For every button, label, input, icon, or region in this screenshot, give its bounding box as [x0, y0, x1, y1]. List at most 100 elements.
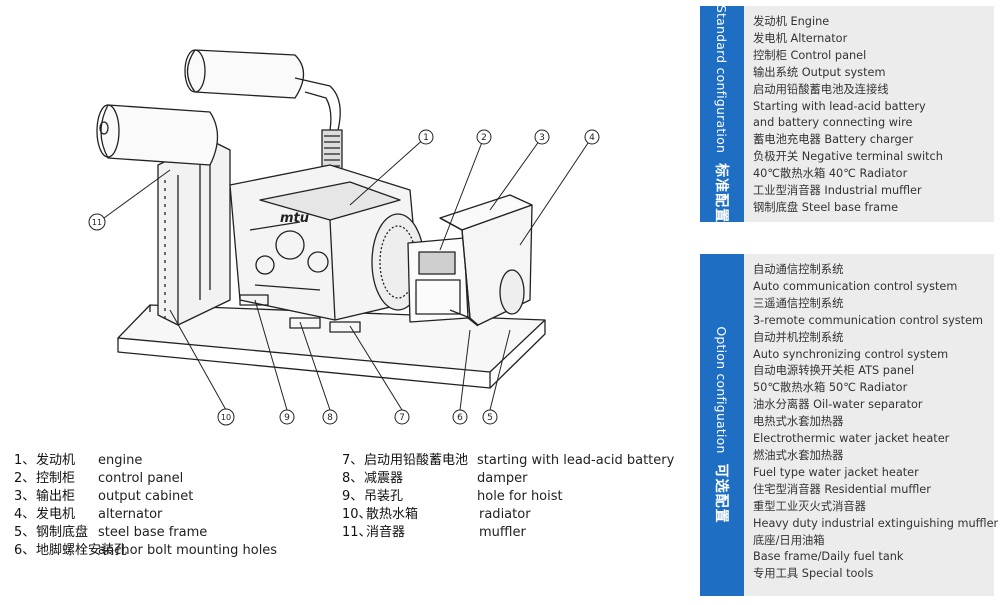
config-item: 自动并机控制系统 [753, 330, 844, 344]
legend-num: 1、 [14, 453, 36, 468]
muffler-upper [184, 49, 341, 131]
config-item: 住宅型消音器 Residential muffler [753, 482, 931, 496]
steel-base-frame [117, 304, 546, 389]
legend-row: 2、控制柜 control panel [14, 470, 277, 488]
config-item: 三遥通信控制系统 [753, 296, 844, 310]
legend-en: muffler [479, 525, 526, 540]
standard-configuration-tab: Standard configuration 标准配置 [700, 4, 744, 224]
config-item: and battery connecting wire [753, 116, 913, 130]
config-item: 发动机 Engine [753, 15, 830, 28]
config-item: 钢制底盘 Steel base frame [753, 200, 899, 214]
legend-row: 8、减震器 damper [342, 470, 674, 488]
config-item: 40℃散热水箱 40℃ Radiator [753, 167, 908, 181]
legend-zh: 控制柜 [36, 471, 76, 486]
callout-11: 11 [88, 213, 106, 231]
svg-text:3: 3 [539, 133, 545, 143]
legend-num: 10、 [342, 507, 372, 522]
standard-title-zh: 标准配置 [713, 163, 729, 224]
config-item: 输出系统 Output system [753, 65, 886, 79]
legend-zh: 发动机 [36, 453, 76, 468]
callout-9: 9 [279, 409, 295, 425]
svg-text:mtu: mtu [280, 211, 309, 226]
callout-6: 6 [452, 409, 468, 425]
legend-zh: 输出柜 [36, 489, 76, 504]
config-item: Auto synchronizing control system [753, 347, 949, 361]
config-item: 发电机 Alternator [753, 31, 848, 45]
config-item: 底座/日用油箱 [753, 533, 825, 547]
callout-1: 1 [418, 129, 434, 145]
callout-10: 10 [217, 408, 235, 426]
standard-configuration-panel: Standard configuration 标准配置 发动机 Engine 发电… [700, 4, 994, 224]
generator-set-diagram: mtu [88, 49, 600, 426]
config-item: 蓄电池充电器 Battery charger [753, 133, 914, 147]
config-item: 油水分离器 Oil-water separator [753, 398, 923, 412]
legend-en: radiator [479, 507, 531, 522]
config-item: Starting with lead-acid battery [753, 99, 926, 113]
callout-5: 5 [482, 409, 498, 425]
svg-text:11: 11 [92, 218, 102, 227]
callout-2: 2 [476, 129, 492, 145]
config-item: 重型工业灭火式消音器 [753, 499, 866, 513]
callout-7: 7 [394, 409, 410, 425]
config-item: 负极开关 Negative terminal switch [753, 150, 943, 164]
svg-text:10: 10 [221, 413, 231, 422]
alternator [439, 204, 533, 326]
option-title-en: Option configuation [714, 326, 730, 454]
standard-items: 发动机 Engine 发电机 Alternator 控制柜 Control pane… [753, 14, 943, 217]
legend-zh: 地脚螺栓安装孔 [36, 543, 128, 558]
radiator [157, 139, 231, 326]
config-item: Heavy duty industrial extinguishing muff… [753, 516, 999, 530]
option-title-zh: 可选配置 [713, 463, 729, 524]
config-item: 专用工具 Special tools [753, 567, 874, 581]
legend-row: 7、启动用铅酸蓄电池 starting with lead-acid batter… [342, 452, 674, 470]
legend-zh: 发电机 [36, 507, 76, 522]
config-item: 自动电源转换开关柜 ATS panel [753, 364, 915, 378]
legend-num: 2、 [14, 471, 36, 486]
muffler-lower [96, 104, 219, 166]
legend-en: output cabinet [98, 489, 194, 504]
svg-text:2: 2 [481, 133, 487, 143]
legend-row: 6、地脚螺栓安装孔anchor bolt mounting holes [14, 542, 277, 560]
config-item: Electrothermic water jacket heater [753, 432, 950, 446]
legend-zh: 减震器 [364, 471, 404, 486]
svg-text:7: 7 [399, 413, 405, 423]
legend-num: 4、 [14, 507, 36, 522]
legend-num: 3、 [14, 489, 36, 504]
legend-right: 7、启动用铅酸蓄电池 starting with lead-acid batter… [342, 452, 674, 542]
option-configuration-tab: Option configuation 可选配置 [700, 254, 744, 596]
legend-en: control panel [98, 471, 184, 486]
standard-title-en: Standard configuration [714, 4, 730, 154]
config-item: 电热式水套加热器 [753, 415, 844, 429]
config-item: 50℃散热水箱 50℃ Radiator [753, 381, 908, 395]
legend-num: 9、 [342, 489, 364, 504]
legend-en: damper [477, 471, 528, 486]
legend-num: 8、 [342, 471, 364, 486]
legend-zh: 吊装孔 [364, 489, 404, 504]
legend-en: steel base frame [98, 525, 208, 540]
config-item: 自动通信控制系统 [753, 263, 844, 276]
legend-en: engine [98, 453, 143, 468]
legend-zh: 钢制底盘 [36, 525, 89, 540]
svg-text:5: 5 [487, 413, 493, 423]
config-item: 燃油式水套加热器 [753, 448, 844, 462]
legend-num: 7、 [342, 453, 364, 468]
legend-row: 1、发动机 engine [14, 452, 277, 470]
legend-num: 11、 [342, 525, 372, 540]
config-item: Auto communication control system [753, 279, 958, 293]
legend-en: alternator [98, 507, 163, 522]
config-item: Fuel type water jacket heater [753, 465, 919, 479]
legend-en: anchor bolt mounting holes [98, 543, 278, 558]
callout-4: 4 [584, 129, 600, 145]
option-items: 自动通信控制系统 Auto communication control syste… [753, 262, 998, 583]
svg-text:9: 9 [284, 413, 290, 423]
config-item: 3-remote communication control system [753, 313, 984, 327]
legend-zh: 启动用铅酸蓄电池 [364, 453, 469, 468]
legend-en: starting with lead-acid battery [477, 453, 675, 468]
callout-3: 3 [534, 129, 550, 145]
legend-row: 3、输出柜 output cabinet [14, 488, 277, 506]
config-item: 控制柜 Control panel [753, 48, 867, 62]
option-configuration-panel: Option configuation 可选配置 自动通信控制系统 Auto co… [700, 254, 998, 596]
svg-text:1: 1 [423, 133, 429, 143]
